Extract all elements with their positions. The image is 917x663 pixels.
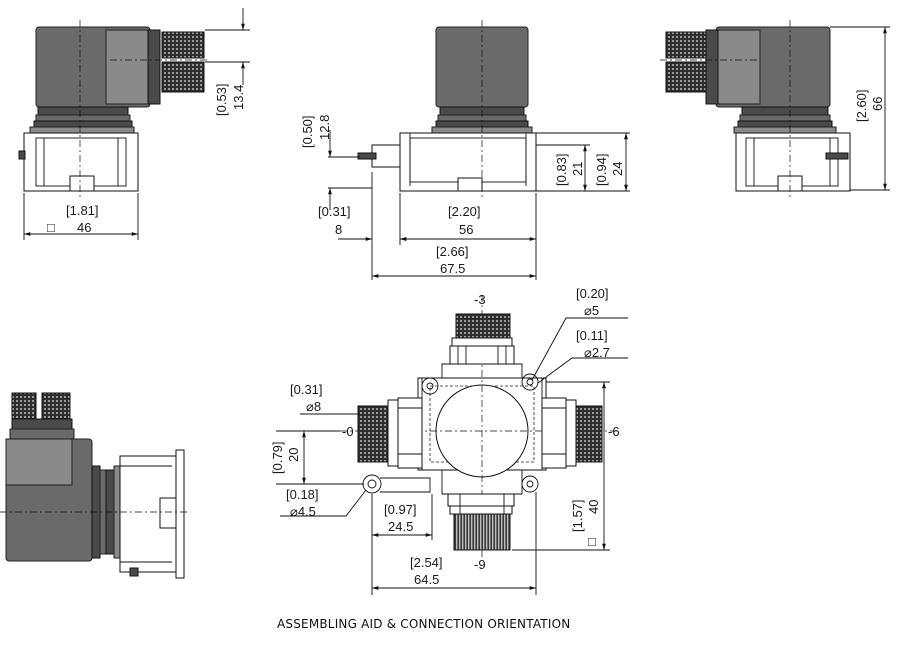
left-square-symbol: □ [47, 220, 55, 235]
h245-mm: 24.5 [388, 519, 413, 534]
v40-mm: 40 [586, 500, 601, 514]
bore-mm: ⌀8 [306, 399, 321, 414]
h245-in: [0.97] [384, 502, 417, 517]
front-h1-mm: 21 [570, 162, 585, 176]
front-offset-in: [0.31] [318, 204, 351, 219]
front-pin-mm: 12.8 [317, 115, 332, 140]
front-h1-in: [0.83] [554, 153, 569, 186]
right-height-in: [2.60] [854, 89, 869, 122]
hole5-mm: ⌀5 [584, 303, 599, 318]
hole45-mm: ⌀4.5 [290, 504, 316, 519]
hole27-mm: ⌀2.7 [584, 345, 610, 360]
front-body-mm: 56 [459, 222, 473, 237]
rotated-side-view [0, 392, 190, 579]
w645-mm: 64.5 [414, 572, 439, 587]
front-offset-mm: 8 [335, 222, 342, 237]
label-south: -9 [474, 557, 486, 572]
front-h2-mm: 24 [610, 162, 625, 176]
front-total-in: [2.66] [436, 244, 469, 259]
front-view: [0.50] 12.8 [0.31] 8 [2.20] 56 [2.66] 67… [300, 20, 630, 280]
caption: ASSEMBLING AID & CONNECTION ORIENTATION [277, 617, 570, 631]
left-width-in: [1.81] [66, 203, 99, 218]
vert20-mm: 20 [286, 448, 301, 462]
hole27-in: [0.11] [576, 328, 608, 343]
v40-in: [1.57] [570, 499, 585, 532]
left-width-mm: 46 [77, 220, 91, 235]
hole5-in: [0.20] [576, 286, 609, 301]
front-body-in: [2.20] [448, 204, 481, 219]
label-east: -6 [608, 424, 620, 439]
top-view: -3 -0 -6 -9 [0.20] ⌀5 [0.11] ⌀2.7 [0.31]… [270, 286, 628, 595]
right-side-view: [2.60] 66 [660, 20, 890, 200]
front-pin-in: [0.50] [300, 115, 315, 148]
front-h2-in: [0.94] [594, 153, 609, 186]
label-west: -0 [342, 424, 354, 439]
hole45-in: [0.18] [286, 487, 319, 502]
left-height-mm: 13.4 [231, 85, 246, 110]
v40-square-symbol: □ [588, 534, 596, 549]
left-side-view: [0.53] 13.4 [1.81] □ 46 [18, 8, 250, 240]
left-height-in: [0.53] [214, 83, 229, 116]
label-north: -3 [474, 292, 486, 307]
front-total-mm: 67.5 [440, 261, 465, 276]
vert20-in: [0.79] [270, 441, 285, 474]
bore-in: [0.31] [290, 382, 323, 397]
w645-in: [2.54] [410, 555, 443, 570]
right-height-mm: 66 [870, 97, 885, 111]
